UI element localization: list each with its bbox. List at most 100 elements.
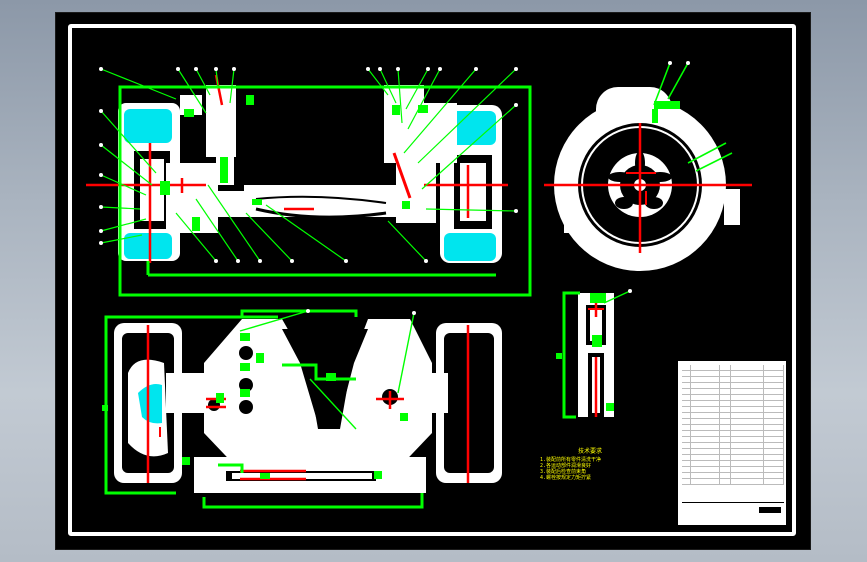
parts-list-cell [691, 431, 721, 436]
parts-list-cell [720, 419, 731, 424]
parts-list-row [682, 479, 784, 485]
parts-list-row [682, 419, 784, 425]
parts-list-row [682, 473, 784, 479]
parts-list-cell [720, 401, 731, 406]
parts-list-cell [682, 389, 691, 394]
parts-list-cell [720, 407, 731, 412]
plan-view-assembly [102, 309, 502, 509]
parts-list-row [682, 365, 784, 371]
parts-list-cell [764, 395, 784, 400]
parts-list-cell [691, 371, 721, 376]
parts-list-cell [691, 419, 721, 424]
left-tire-top [124, 109, 172, 143]
parts-list-cell [720, 383, 731, 388]
parts-list-cell [764, 383, 784, 388]
title-block [678, 361, 786, 525]
balloon-markers [99, 67, 518, 263]
parts-list-cell [720, 473, 731, 478]
parts-list-cell [720, 455, 731, 460]
parts-list-cell [720, 395, 731, 400]
parts-list-cell [720, 425, 731, 430]
parts-list-cell [691, 401, 721, 406]
parts-list-cell [764, 419, 784, 424]
parts-list-cell [682, 365, 691, 370]
parts-list-row [682, 377, 784, 383]
parts-list-cell [731, 467, 764, 472]
parts-list-cell [682, 383, 691, 388]
parts-list-row [682, 401, 784, 407]
parts-list-row [682, 389, 784, 395]
parts-list-cell [720, 443, 731, 448]
parts-list-cell [691, 395, 721, 400]
strut-detail [556, 289, 632, 419]
parts-list-cell [691, 473, 721, 478]
parts-list-cell [731, 479, 764, 484]
parts-list-cell [731, 407, 764, 412]
parts-list-cell [764, 431, 784, 436]
parts-list-cell [731, 461, 764, 466]
parts-list-row [682, 461, 784, 467]
note-line: 3.装配后检查前束角 [540, 469, 587, 475]
parts-list-table [682, 365, 784, 485]
parts-list-cell [731, 377, 764, 382]
parts-list-cell [764, 479, 784, 484]
parts-list-cell [764, 443, 784, 448]
parts-list-cell [691, 389, 721, 394]
title-block-info [682, 502, 784, 523]
parts-list-cell [731, 431, 764, 436]
parts-list-cell [764, 413, 784, 418]
sheet-border [68, 24, 796, 536]
parts-list-cell [691, 449, 721, 454]
parts-list-cell [720, 467, 731, 472]
parts-list-cell [720, 431, 731, 436]
parts-list-cell [731, 401, 764, 406]
parts-list-cell [731, 473, 764, 478]
parts-list-cell [731, 455, 764, 460]
drawing-viewport[interactable]: 技术要求 1.装配前所有零件清洗干净 2.各运动部件润滑良好 3.装配后检查前束… [56, 13, 810, 549]
parts-list-cell [764, 461, 784, 466]
parts-list-row [682, 449, 784, 455]
parts-list-cell [720, 479, 731, 484]
parts-list-cell [764, 425, 784, 430]
parts-list-row [682, 407, 784, 413]
parts-list-cell [691, 443, 721, 448]
parts-list-cell [764, 467, 784, 472]
parts-list-row [682, 395, 784, 401]
parts-list-cell [720, 371, 731, 376]
parts-list-cell [764, 377, 784, 382]
note-line: 4.螺栓按规定力矩拧紧 [540, 475, 592, 481]
parts-list-cell [720, 437, 731, 442]
parts-list-cell [691, 479, 721, 484]
parts-list-cell [691, 407, 721, 412]
parts-list-cell [731, 425, 764, 430]
parts-list-cell [764, 365, 784, 370]
parts-list-cell [691, 413, 721, 418]
parts-list-cell [691, 383, 721, 388]
parts-list-cell [691, 377, 721, 382]
parts-list-row [682, 437, 784, 443]
parts-list-cell [682, 443, 691, 448]
parts-list-cell [764, 449, 784, 454]
side-view-assembly [544, 61, 752, 271]
parts-list-cell [682, 371, 691, 376]
parts-list-cell [720, 377, 731, 382]
parts-list-cell [691, 455, 721, 460]
parts-list-cell [682, 377, 691, 382]
cad-drawing[interactable] [56, 13, 810, 549]
parts-list-cell [720, 413, 731, 418]
parts-list-row [682, 431, 784, 437]
parts-list-cell [731, 389, 764, 394]
parts-list-cell [682, 407, 691, 412]
note-line: 1.装配前所有零件清洗干净 [540, 457, 602, 463]
parts-list-cell [731, 419, 764, 424]
parts-list-cell [691, 461, 721, 466]
parts-list-cell [720, 461, 731, 466]
parts-list-cell [731, 395, 764, 400]
parts-list-cell [731, 413, 764, 418]
parts-list-cell [682, 431, 691, 436]
parts-list-row [682, 455, 784, 461]
parts-list-cell [682, 401, 691, 406]
drawing-number-box [759, 507, 781, 513]
parts-list-cell [720, 365, 731, 370]
parts-list-cell [731, 383, 764, 388]
